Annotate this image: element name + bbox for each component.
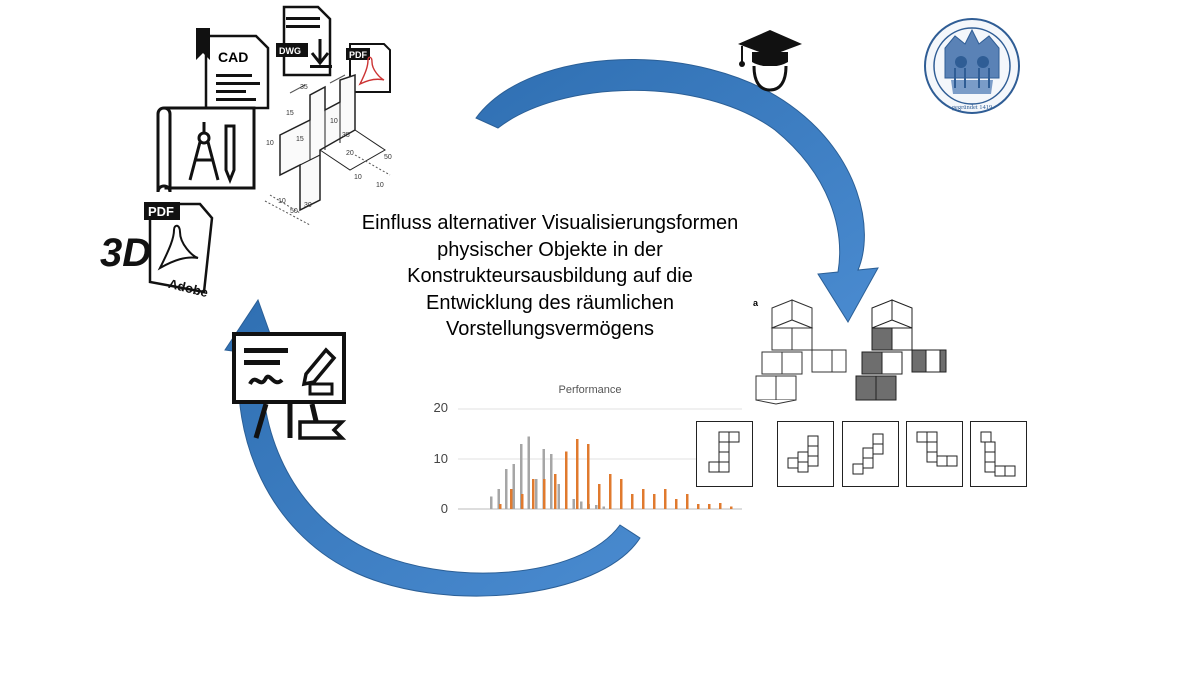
svg-text:35: 35 [342,132,350,139]
chart-bar [609,474,612,509]
title-line: Entwicklung des räumlichen [426,291,674,314]
chart-bar [520,444,523,509]
chart-bar [697,504,700,509]
cube-shape-icon [852,433,884,475]
svg-text:10: 10 [354,174,362,181]
svg-text:35: 35 [300,84,308,91]
y-tick-label: 0 [440,501,448,516]
chart-bar [554,474,557,509]
title-line: Konstrukteursausbildung auf die [407,265,693,287]
cycle-arrow-top [475,59,879,323]
cube-shape-icon [916,431,958,467]
chart-bar [527,436,530,509]
chart-bar [708,504,711,509]
pdf3d-3d-label: 3D [100,231,151,275]
chart-bar [686,494,689,509]
cube-shape-icon [980,431,1016,477]
chart-bar [550,454,553,509]
cycle-arrow-bottom [224,298,641,597]
pdf-label: PDF [349,50,368,60]
svg-text:10: 10 [330,118,338,125]
cube-shape-icon [708,431,740,473]
chart-bar [576,439,579,509]
svg-text:30: 30 [304,202,312,209]
y-tick-label: 10 [433,451,448,466]
cube-shape-icon [787,435,819,473]
svg-text:10: 10 [266,140,274,147]
cube-figure-shaded [855,299,947,401]
chart-bar [499,504,502,509]
svg-text:20: 20 [346,150,354,157]
y-tick-label: 20 [433,400,448,415]
3d-pdf-adobe-icon: PDF 3D Adobe [100,202,214,300]
university-seal-logo: gegründet 1419 [924,18,1020,114]
blueprint-compass-icon [156,106,256,193]
chart-bar [512,464,515,509]
svg-text:15: 15 [286,110,294,117]
chart-bar [580,501,583,509]
title-line: Einfluss alternativer Visualisierungsfor… [361,212,739,234]
seal-text: gegründet 1419 [952,104,993,111]
chart-bar [543,479,546,509]
chart-bar [642,489,645,509]
pdf3d-pdf-label: PDF [148,204,174,219]
dwg-label: DWG [279,46,301,56]
chart-bar [572,499,575,509]
chart-bar [557,484,560,509]
chart-bar [490,496,493,509]
dwg-download-icon: DWG [276,5,332,77]
svg-text:15: 15 [296,136,304,143]
cube-figure-white [755,299,847,405]
chart-bar [532,479,535,509]
rotation-option-reference [696,421,753,487]
chart-bar [595,505,598,509]
diagram-title: Einfluss alternativer Visualisierungsfor… [345,210,755,343]
graduate-icon [738,30,802,92]
rotation-option-4 [970,421,1027,487]
rotation-option-3 [906,421,963,487]
performance-chart [458,408,742,510]
chart-bar [730,506,733,509]
svg-text:50: 50 [384,154,392,161]
cad-document-icon: CAD [196,28,270,110]
chart-bar [587,444,590,509]
svg-text:50: 50 [290,208,298,215]
figure-label-a: a [753,298,759,308]
chart-bar [497,489,500,509]
chart-title: Performance [558,384,622,396]
presentation-board-icon [232,332,347,440]
pdf-file-icon: PDF [346,43,391,93]
svg-text:10: 10 [376,182,384,189]
chart-bar [505,469,508,509]
chart-bar [631,494,634,509]
rotation-option-1 [777,421,834,487]
chart-bar [653,494,656,509]
chart-bar [521,494,524,509]
chart-bar [535,479,538,509]
title-line: Vorstellungsvermögens [446,318,654,340]
title-line: physischer Objekte in der [437,238,663,261]
chart-bar [510,489,513,509]
chart-bar [675,499,678,509]
svg-text:10: 10 [278,198,286,205]
chart-bar [602,506,605,509]
chart-bars [490,436,733,509]
technical-drawing-icon: 35 15 10 15 10 35 20 50 10 10 30 50 10 [264,73,392,226]
rotation-option-2 [842,421,899,487]
cad-label: CAD [218,49,248,65]
chart-bar [719,503,722,509]
chart-bar [620,479,623,509]
chart-bar [565,451,568,509]
chart-bar [598,484,601,509]
chart-bar [664,489,667,509]
